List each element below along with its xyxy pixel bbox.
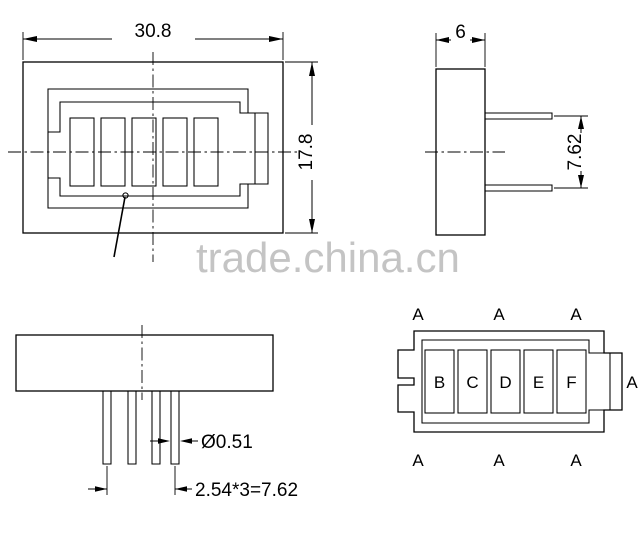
assign-contact-group: B C D E F bbox=[424, 349, 587, 414]
bottom-pin bbox=[170, 391, 180, 465]
width-dimension-label: 30.8 bbox=[135, 21, 172, 42]
bottom-body-outline bbox=[15, 334, 274, 392]
pin-pitch-label: 2.54*3=7.62 bbox=[195, 480, 298, 501]
side-pin-group bbox=[485, 112, 553, 192]
bottom-pin bbox=[151, 391, 161, 465]
bottom-pin bbox=[102, 391, 112, 465]
thickness-dimension-label: 6 bbox=[455, 22, 466, 43]
assign-label-bottom: A bbox=[493, 451, 505, 470]
front-view-group: 30.8 17.8 bbox=[8, 21, 318, 262]
assign-label-top: A bbox=[570, 305, 582, 324]
width-dimension-30-8: 30.8 bbox=[22, 21, 284, 60]
contact-cell bbox=[490, 349, 521, 414]
assign-top-labels: A A A bbox=[412, 305, 582, 324]
contact-cell bbox=[457, 349, 488, 414]
assign-label-bottom: A bbox=[412, 451, 424, 470]
contact-label: E bbox=[533, 373, 544, 392]
height-dimension-label: 17.8 bbox=[296, 134, 317, 171]
front-inner-step-profile bbox=[47, 101, 256, 197]
side-pin bbox=[485, 112, 553, 120]
bottom-view-group: Ø0.51 2.54*3=7.62 bbox=[15, 325, 298, 501]
assign-outer-profile bbox=[397, 330, 623, 433]
assign-label-right: A bbox=[626, 373, 638, 392]
pin-assignment-view-group: B C D E F A A A A A A bbox=[397, 305, 638, 470]
assign-inner-profile bbox=[421, 339, 611, 424]
contact-label: D bbox=[499, 373, 511, 392]
pin-pitch-dimension: 2.54*3=7.62 bbox=[88, 466, 298, 501]
front-slot bbox=[162, 117, 188, 187]
bottom-pin bbox=[127, 391, 137, 465]
assign-label-top: A bbox=[493, 305, 505, 324]
watermark-text: trade.china.cn bbox=[196, 234, 460, 281]
front-outer-step-profile bbox=[47, 88, 269, 209]
side-view-group: 6 7.62 bbox=[425, 22, 588, 236]
front-leader-callout bbox=[113, 192, 129, 258]
bottom-pin-group bbox=[102, 391, 180, 465]
contact-label: C bbox=[466, 373, 478, 392]
assign-bottom-labels: A A A bbox=[412, 451, 582, 470]
pin-spacing-dimension-7-62: 7.62 bbox=[554, 115, 588, 189]
assign-label-top: A bbox=[412, 305, 424, 324]
contact-cell bbox=[556, 349, 587, 414]
height-dimension-17-8: 17.8 bbox=[285, 61, 318, 234]
pin-diameter-dimension: Ø0.51 bbox=[150, 432, 253, 453]
contact-cell bbox=[523, 349, 554, 414]
contact-label: F bbox=[566, 373, 576, 392]
contact-label: B bbox=[434, 373, 445, 392]
contact-cell bbox=[424, 349, 455, 414]
pin-spacing-dimension-label: 7.62 bbox=[565, 134, 586, 171]
thickness-dimension-6: 6 bbox=[435, 22, 486, 67]
pin-diameter-label: Ø0.51 bbox=[201, 432, 253, 453]
assign-label-bottom: A bbox=[570, 451, 582, 470]
side-pin bbox=[485, 184, 553, 192]
